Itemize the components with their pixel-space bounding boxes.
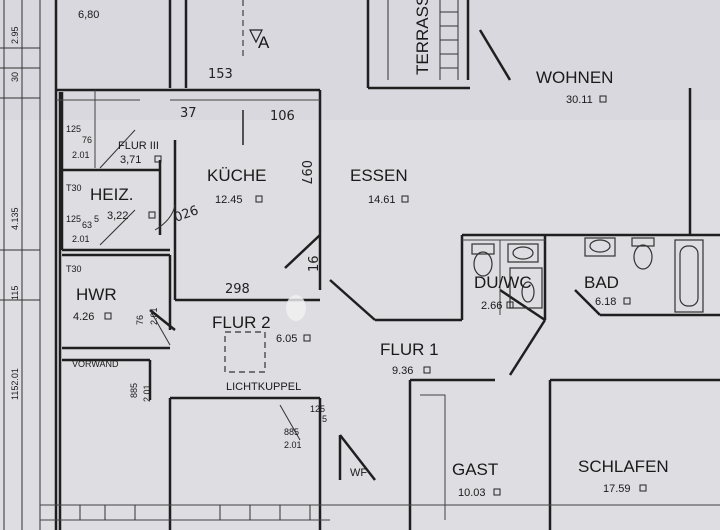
lichtkuppel-label: LICHTKUPPEL <box>226 381 301 393</box>
kueche-area: 12.45 <box>215 194 243 206</box>
left-dimension-strip <box>0 0 41 530</box>
door-swings <box>99 129 301 441</box>
handwritten-notes: 153 37 106 097 298 16 026 <box>172 67 322 297</box>
duwc-area: 2.66 <box>481 300 502 312</box>
window-marks <box>79 505 311 520</box>
hand-106: 106 <box>270 109 295 124</box>
dim-5: 5 <box>94 214 99 224</box>
skylight-icon <box>224 331 266 373</box>
area-unit-boxes <box>104 95 647 496</box>
hand-097: 097 <box>298 160 313 185</box>
schlafen-name: SCHLAFEN <box>578 457 669 476</box>
dim-76-b: 76 <box>135 315 145 325</box>
dim-295: 2.95 <box>10 26 20 44</box>
heiz-area: 3,22 <box>107 210 128 222</box>
hand-153: 153 <box>208 67 233 82</box>
essen-name: ESSEN <box>350 166 408 185</box>
sink-icon <box>507 237 616 263</box>
dim-201-e: 2.01 <box>284 440 302 450</box>
bad-area: 6.18 <box>595 296 616 308</box>
hwr-name: HWR <box>76 285 117 304</box>
gast-area: 10.03 <box>458 487 486 499</box>
dim-885-a: 885 <box>129 383 139 398</box>
flur3-name: FLUR III <box>118 140 159 152</box>
dim-201-d: 2.01 <box>142 384 152 402</box>
flur2-area: 6.05 <box>276 333 297 345</box>
dim-125-b: 125 <box>66 214 81 224</box>
dim-885-b: 885 <box>284 427 299 437</box>
section-marker <box>242 0 263 145</box>
flur1-name: FLUR 1 <box>380 340 439 359</box>
bad-name: BAD <box>584 273 619 292</box>
flur2-name: FLUR 2 <box>212 313 271 332</box>
sanitary-fixtures <box>471 237 704 313</box>
dim-201-a: 2.01 <box>72 150 90 160</box>
dim-201-b: 2.01 <box>72 234 90 244</box>
wohnen-area: 30.11 <box>566 94 593 106</box>
essen-area: 14.61 <box>368 194 396 206</box>
dim-201-c: 2.01 <box>149 307 159 325</box>
dim-5-b: 5 <box>322 414 327 424</box>
hand-16: 16 <box>307 255 322 272</box>
top-left-area: 6,80 <box>78 9 99 21</box>
t30-hwr: T30 <box>66 264 82 274</box>
dimensions: 2.95 30 4.135 115 1152.01 125 76 2.01 12… <box>10 26 327 450</box>
room-labels: 6,80 TERRASSE WOHNEN 30.11 FLUR III 3,71… <box>72 0 669 499</box>
terrasse-label: TERRASSE <box>413 0 432 75</box>
hand-298: 298 <box>225 282 250 297</box>
shower-icon <box>509 267 543 309</box>
arrow-down-icon <box>249 29 263 44</box>
walls <box>54 0 720 530</box>
dim-4135: 4.135 <box>10 207 20 230</box>
dim-1152: 1152.01 <box>10 368 20 400</box>
dim-115: 115 <box>10 286 20 300</box>
paint-spot <box>286 295 306 321</box>
t30-heiz: T30 <box>66 183 82 193</box>
dim-125-c: 125 <box>310 404 325 414</box>
kueche-name: KÜCHE <box>207 166 267 185</box>
vorwand-label: VORWAND <box>72 359 119 369</box>
schlafen-area: 17.59 <box>603 483 631 495</box>
markers: A T30 T30 <box>66 33 270 274</box>
toilet-icon <box>471 237 655 277</box>
terrace-steps <box>387 0 459 80</box>
duwc-name: DU/WC <box>474 273 532 292</box>
section-letter: A <box>258 33 270 52</box>
heiz-name: HEIZ. <box>90 185 133 204</box>
bathtub-icon <box>674 239 704 313</box>
dim-125-a: 125 <box>66 124 81 134</box>
flur1-area: 9.36 <box>392 365 413 377</box>
hwr-area: 4.26 <box>73 311 94 323</box>
dim-30: 30 <box>10 72 20 82</box>
hand-37: 37 <box>180 106 197 121</box>
secondary-lines <box>40 90 720 521</box>
dim-63: 63 <box>82 220 92 230</box>
wf-label: WF <box>350 467 367 479</box>
wohnen-name: WOHNEN <box>536 68 613 87</box>
gast-name: GAST <box>452 460 498 479</box>
dim-76: 76 <box>82 135 92 145</box>
flur3-area: 3,71 <box>120 154 141 166</box>
